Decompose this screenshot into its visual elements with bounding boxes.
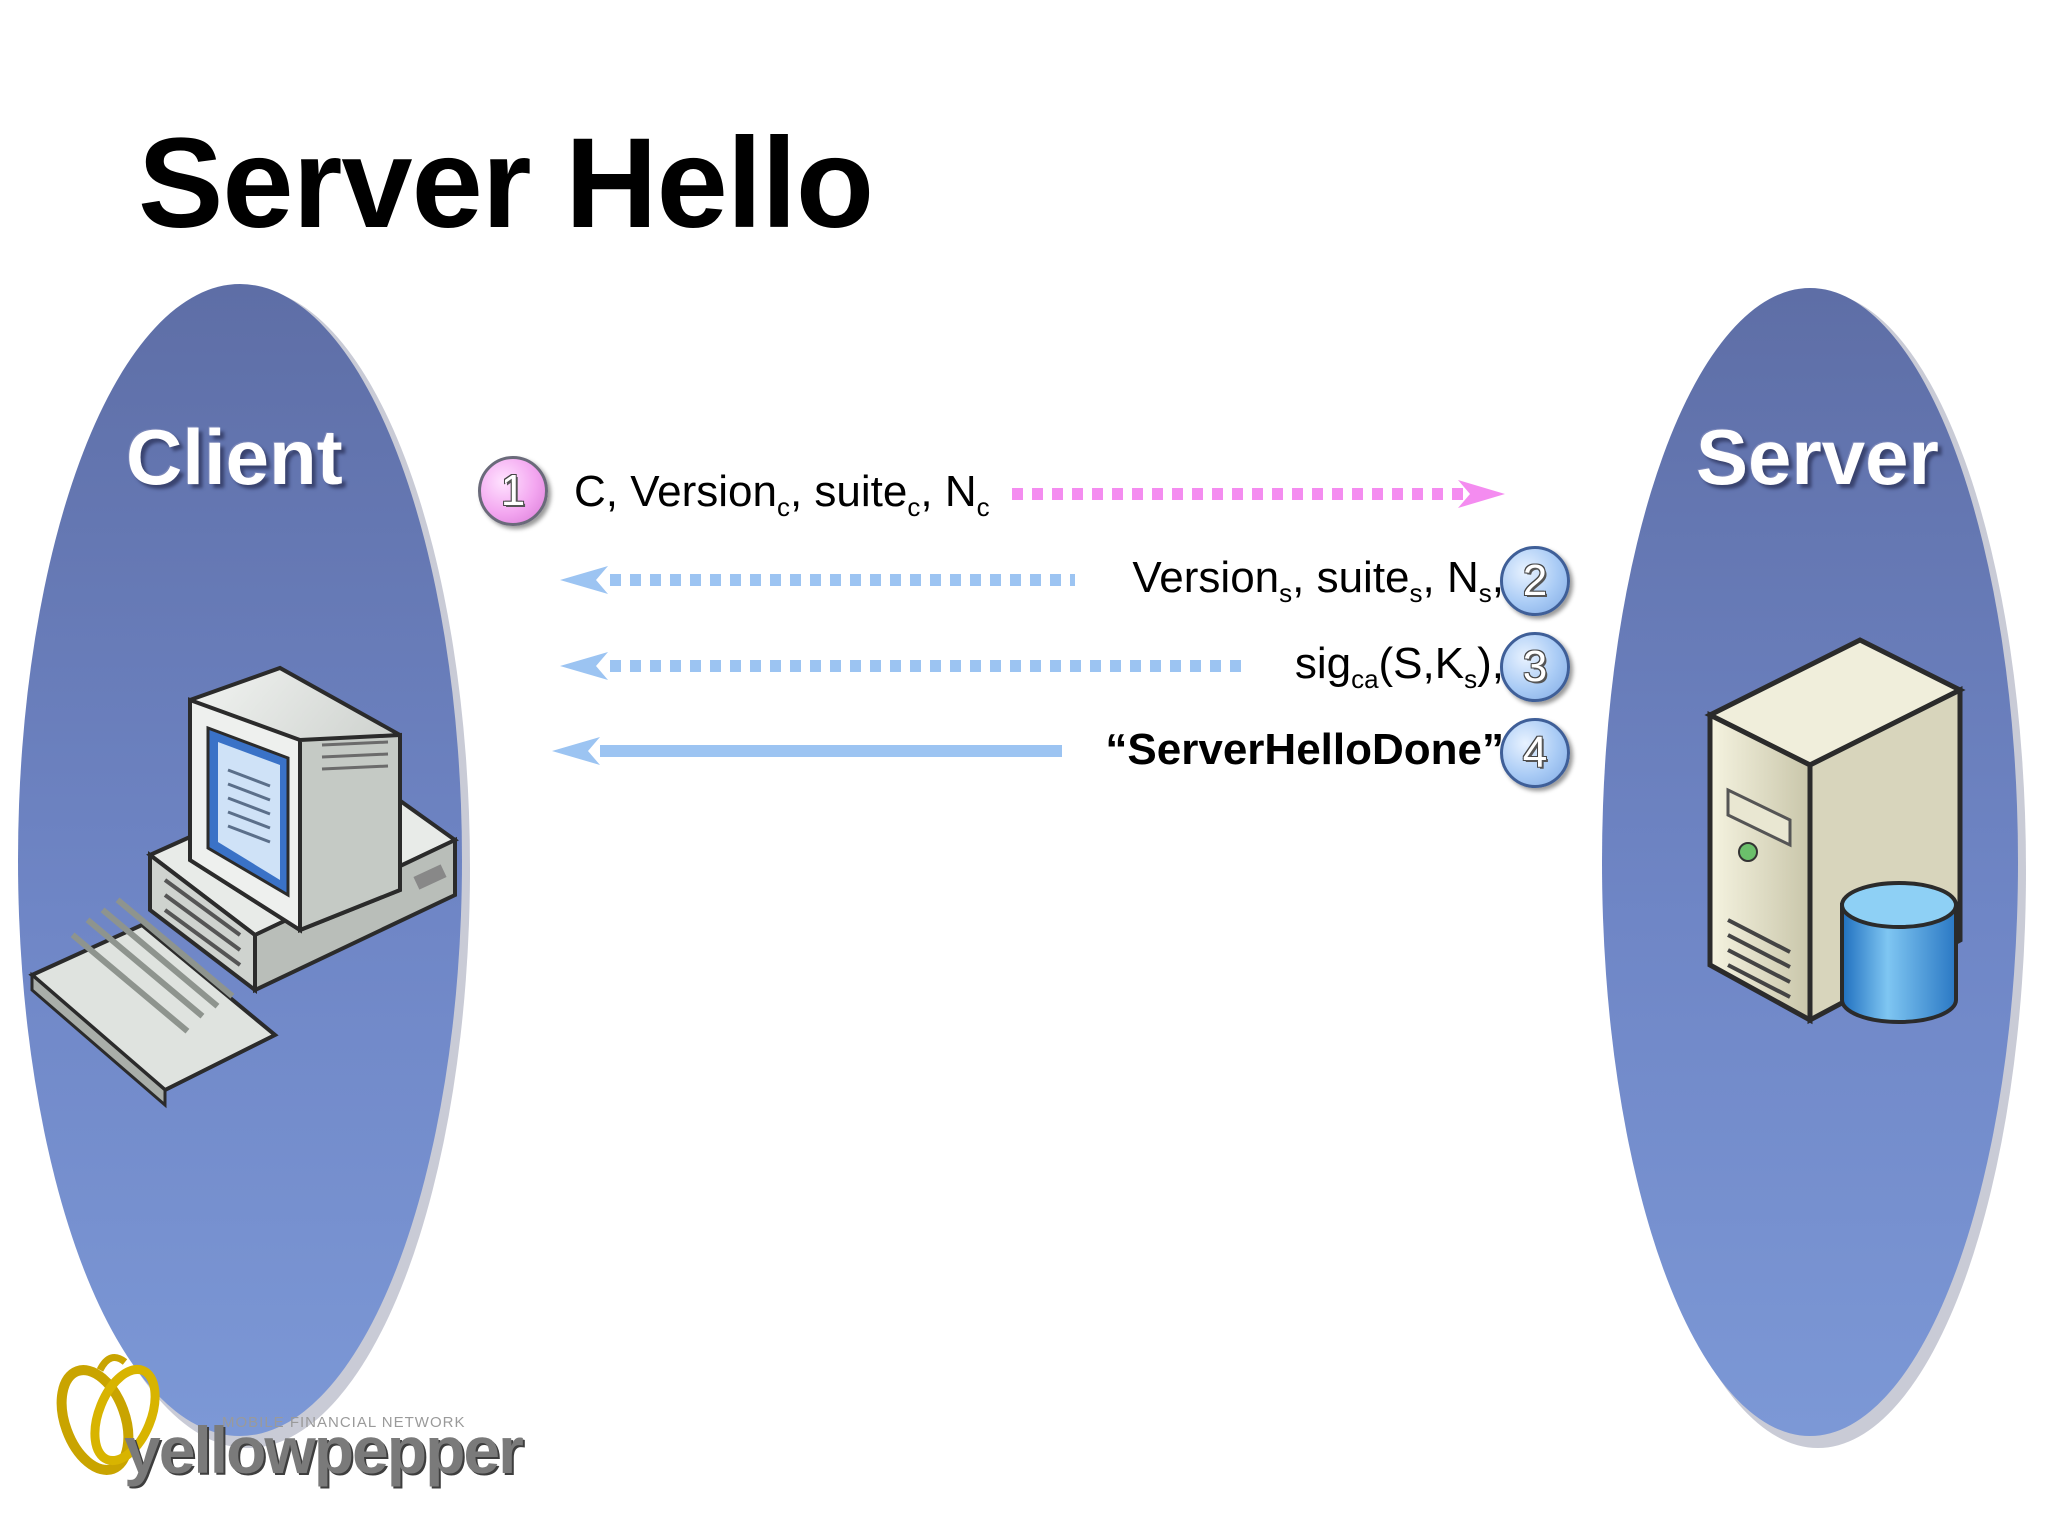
message-1-part: c (976, 492, 990, 522)
arrow-1-client-to-server (1012, 480, 1505, 508)
logo-tagline: MOBILE FINANCIAL NETWORK (222, 1414, 466, 1431)
message-2-part: s (1409, 578, 1423, 608)
step-badge-3: 3 (1500, 632, 1570, 702)
step-badge-2: 2 (1500, 546, 1570, 616)
desktop-computer-icon (28, 665, 459, 1109)
message-1-part: , N (920, 467, 977, 516)
arrow-3-server-to-client (560, 652, 1250, 680)
message-2-label: Versions, suites, Ns, (1132, 553, 1504, 608)
message-4-label: “ServerHelloDone” (1105, 725, 1504, 774)
message-1-part: c (776, 492, 790, 522)
slide-title: Server Hello (138, 112, 874, 255)
logo-wordmark: yellowpepper (124, 1413, 524, 1487)
message-1-label: C, Versionc, suitec, Nc (574, 467, 990, 522)
step-badge-4: 4 (1500, 718, 1570, 788)
step-badge-1: 1 (478, 456, 548, 526)
yellowpepper-logo-graphic (56, 1354, 160, 1475)
message-3-part: (S,K (1378, 639, 1465, 688)
client-label: Client (126, 413, 343, 501)
message-3-part: s (1464, 664, 1478, 694)
server-tower-icon (1704, 637, 1966, 1025)
message-1-part: C, Version (574, 467, 777, 516)
message-2-part: s (1478, 578, 1492, 608)
message-3-part: ca (1351, 664, 1379, 694)
message-1-part: , suite (789, 467, 908, 516)
message-2-part: , N (1422, 553, 1479, 602)
message-3-part: ), (1477, 639, 1504, 688)
message-2-part: s (1279, 578, 1293, 608)
message-1-part: c (907, 492, 921, 522)
arrow-2-server-to-client (560, 566, 1075, 594)
message-2-part: Version (1132, 553, 1280, 602)
message-2-part: , suite (1292, 553, 1410, 602)
server-label: Server (1696, 413, 1939, 501)
message-3-part: sig (1294, 639, 1352, 688)
message-3-label: sigca(S,Ks), (1294, 639, 1504, 694)
message-arrows (552, 480, 1505, 765)
arrow-4-server-to-client (552, 737, 1062, 765)
